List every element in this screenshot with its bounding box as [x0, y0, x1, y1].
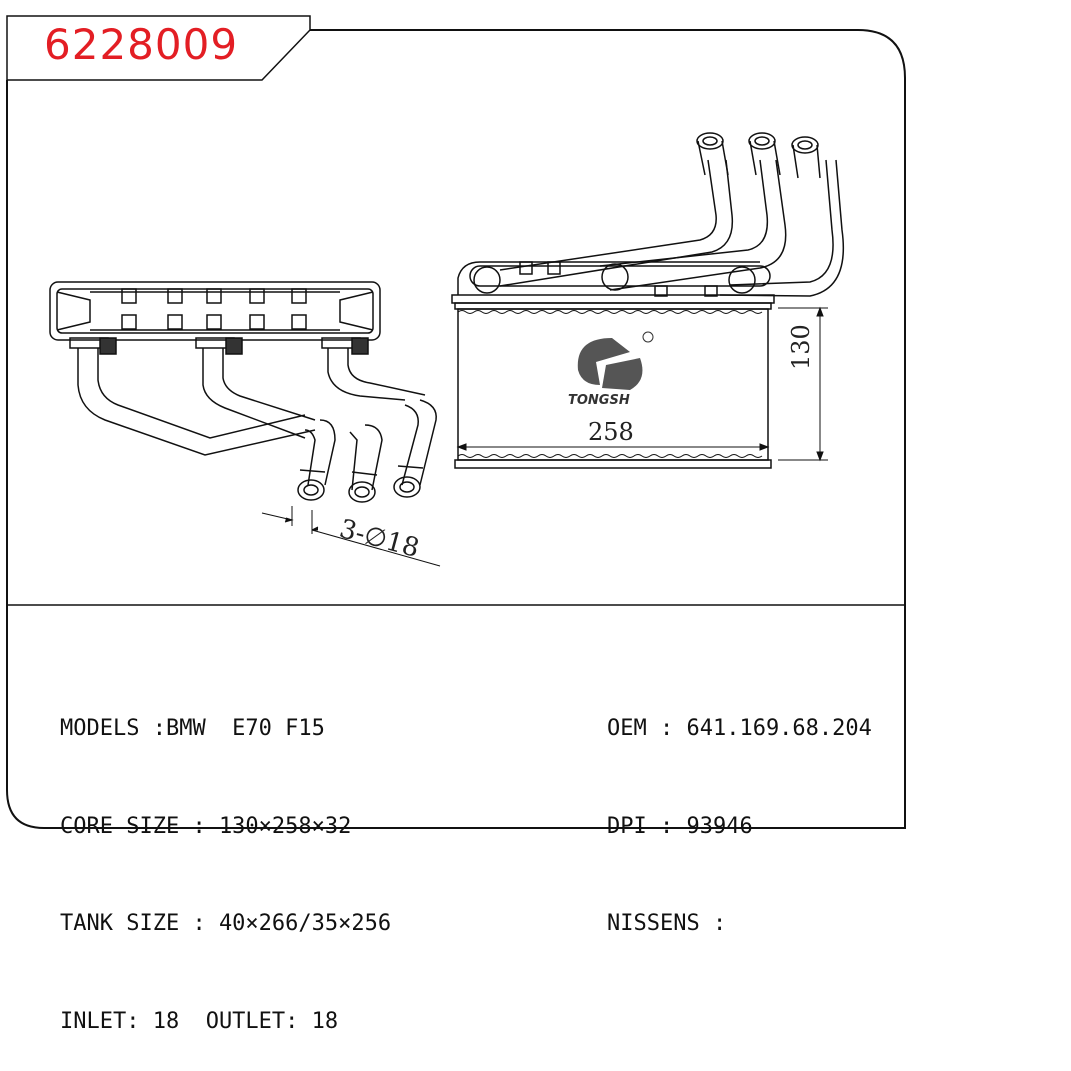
spec-dpi: DPI : 93946 [607, 813, 753, 839]
spec-tank-size: TANK SIZE : 40×266/35×256 [60, 911, 392, 936]
spec-oem: OEM : 641.169.68.204 [607, 716, 872, 741]
pipe-dimension [261, 506, 441, 567]
height-dimension-label: 130 [787, 324, 815, 370]
spec-nissens: NISSENS : [607, 911, 727, 936]
width-dimension-label: 258 [588, 418, 634, 446]
part-number: 6228009 [44, 20, 239, 69]
specs-right: OEM : 641.169.68.204 DPI : 93946 NISSENS… [607, 648, 872, 973]
drawing-sheet [6, 15, 906, 829]
spec-inlet-outlet: INLET: 18 OUTLET: 18 [60, 1008, 339, 1034]
heater-bottom-view [49, 281, 437, 503]
specs-left: MODELS :BMW E70 F15 CORE SIZE : 130×258×… [60, 648, 391, 1071]
core-dimensions [456, 306, 828, 462]
spec-models: MODELS :BMW E70 F15 [60, 716, 325, 741]
heater-core-view [451, 132, 845, 469]
sheet-frame [6, 29, 906, 829]
spec-core-size: CORE SIZE : 130×258×32 [60, 813, 352, 839]
brand-logo [577, 331, 654, 390]
title-tab [6, 15, 311, 81]
brand-text: TONGSH [568, 393, 630, 408]
